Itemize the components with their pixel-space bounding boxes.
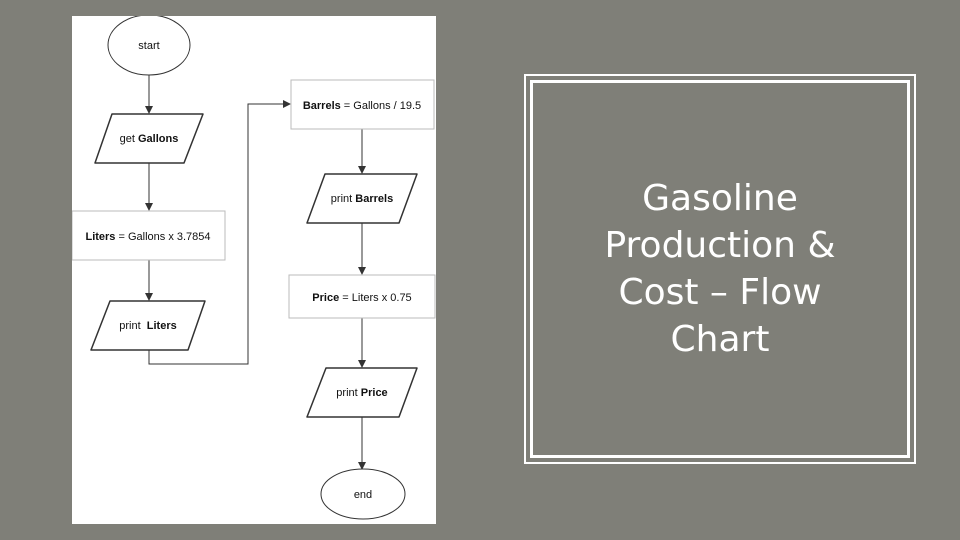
start-node: start: [107, 16, 191, 76]
calc-price-label: Price = Liters x 0.75: [312, 292, 411, 304]
connector-print-liters-to-barrels: [148, 100, 291, 365]
print-barrels-label: print Barrels: [331, 193, 393, 205]
start-label: start: [138, 40, 159, 52]
calc-barrels-label: Barrels = Gallons / 19.5: [303, 100, 421, 112]
flowchart-panel: start get Gallons Liters = Gallons x 3.7…: [72, 16, 436, 524]
print-liters-node: print Liters: [90, 300, 206, 351]
title-frame: Gasoline Production & Cost – Flow Chart: [524, 74, 916, 464]
input-gallons-label: get Gallons: [120, 133, 179, 145]
flowchart-diagram: start get Gallons Liters = Gallons x 3.7…: [72, 16, 436, 520]
print-barrels-node: print Barrels: [306, 173, 418, 224]
calc-price-node: Price = Liters x 0.75: [288, 274, 436, 319]
print-price-label: print Price: [336, 387, 387, 399]
calc-liters-label: Liters = Gallons x 3.7854: [85, 231, 210, 243]
print-price-node: print Price: [306, 367, 418, 418]
end-node: end: [320, 468, 406, 520]
slide-title: Gasoline Production & Cost – Flow Chart: [604, 178, 836, 360]
print-liters-label: print Liters: [119, 320, 176, 332]
input-gallons-node: get Gallons: [94, 113, 204, 164]
connectors: [145, 75, 366, 470]
end-label: end: [354, 489, 372, 501]
title-frame-inner: Gasoline Production & Cost – Flow Chart: [530, 80, 910, 458]
calc-barrels-node: Barrels = Gallons / 19.5: [290, 79, 435, 130]
calc-liters-node: Liters = Gallons x 3.7854: [72, 210, 226, 261]
